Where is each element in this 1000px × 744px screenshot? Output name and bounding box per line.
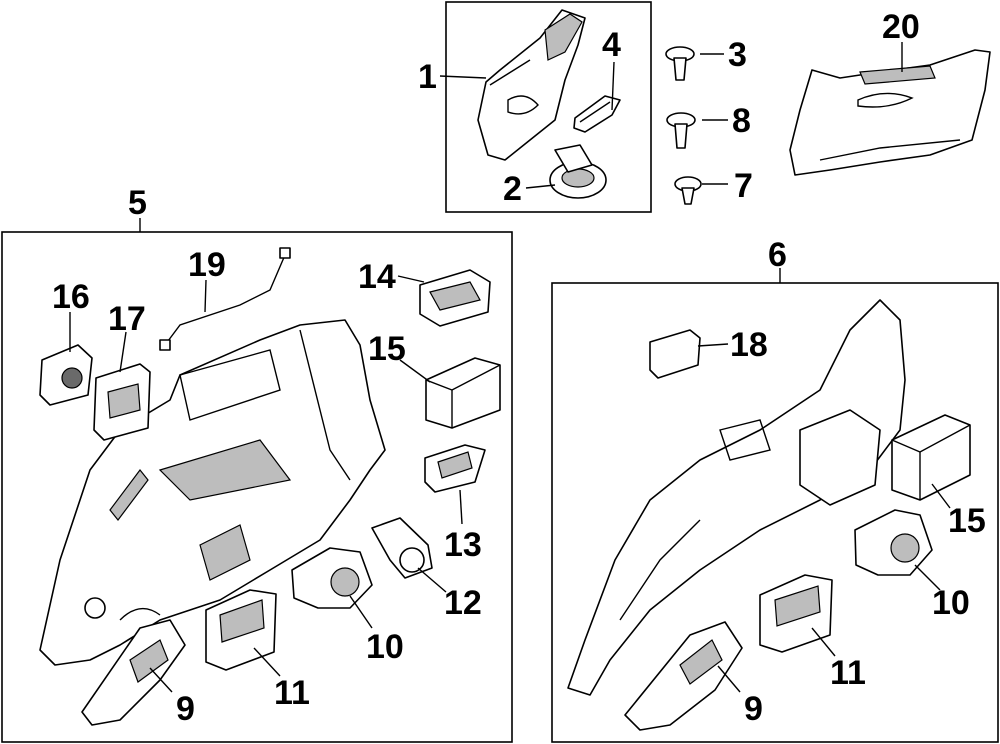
callout-9-left: 9 [176,690,195,728]
part-19-harness [159,247,291,351]
callout-11-left: 11 [274,674,310,712]
part-6-quarter-trim [567,299,906,696]
callout-9-right: 9 [744,690,763,728]
group-6-frame [551,282,999,743]
part-13-lamp [424,444,486,493]
part-15-box-left [425,357,501,429]
callout-12: 12 [444,584,482,622]
part-17-latch [93,363,151,441]
part-2-knob [549,144,607,199]
part-3-pushpin [665,46,695,81]
group-5-frame [1,231,513,743]
part-11-bracket-right [759,574,833,653]
callout-11-right: 11 [830,654,866,692]
part-14-switch [419,269,491,327]
callout-18: 18 [730,326,768,364]
callout-5: 5 [128,184,147,222]
callout-8: 8 [732,102,751,140]
callouts: 1 2 4 3 8 7 20 5 6 16 17 19 14 15 13 12 … [52,8,986,728]
part-10-cover-right [854,509,933,576]
callout-14: 14 [358,258,396,296]
part-8-pushpin [666,112,696,149]
callout-15-right: 15 [948,502,986,540]
part-20-panel [789,49,991,176]
callout-20: 20 [882,8,920,46]
callout-17: 17 [108,300,146,338]
part-4-clip [573,95,621,133]
callout-10-right: 10 [932,584,970,622]
group-1-frame [445,1,652,213]
callout-19: 19 [188,246,226,284]
part-15-box-right [891,414,971,501]
callout-13: 13 [444,526,482,564]
part-7-grommet [674,176,702,205]
callout-15-left: 15 [368,330,406,368]
part-5-quarter-trim [39,319,386,666]
leader-lines [69,42,951,693]
callout-2: 2 [503,170,522,208]
part-12-socket [371,517,433,579]
callout-16: 16 [52,278,90,316]
callout-6: 6 [768,236,787,274]
part-10-cover-left [291,547,373,609]
part-9-handle-left [81,619,186,726]
part-1-trim-panel [477,9,586,161]
callout-3: 3 [728,36,747,74]
callout-7: 7 [734,167,753,205]
part-18-switch [649,329,701,379]
part-9-handle-right [624,621,743,731]
callout-4: 4 [602,26,621,64]
callout-1: 1 [418,58,437,96]
part-16-bracket [39,344,93,406]
callout-10-left: 10 [366,628,404,666]
part-11-bracket-left [205,589,277,671]
